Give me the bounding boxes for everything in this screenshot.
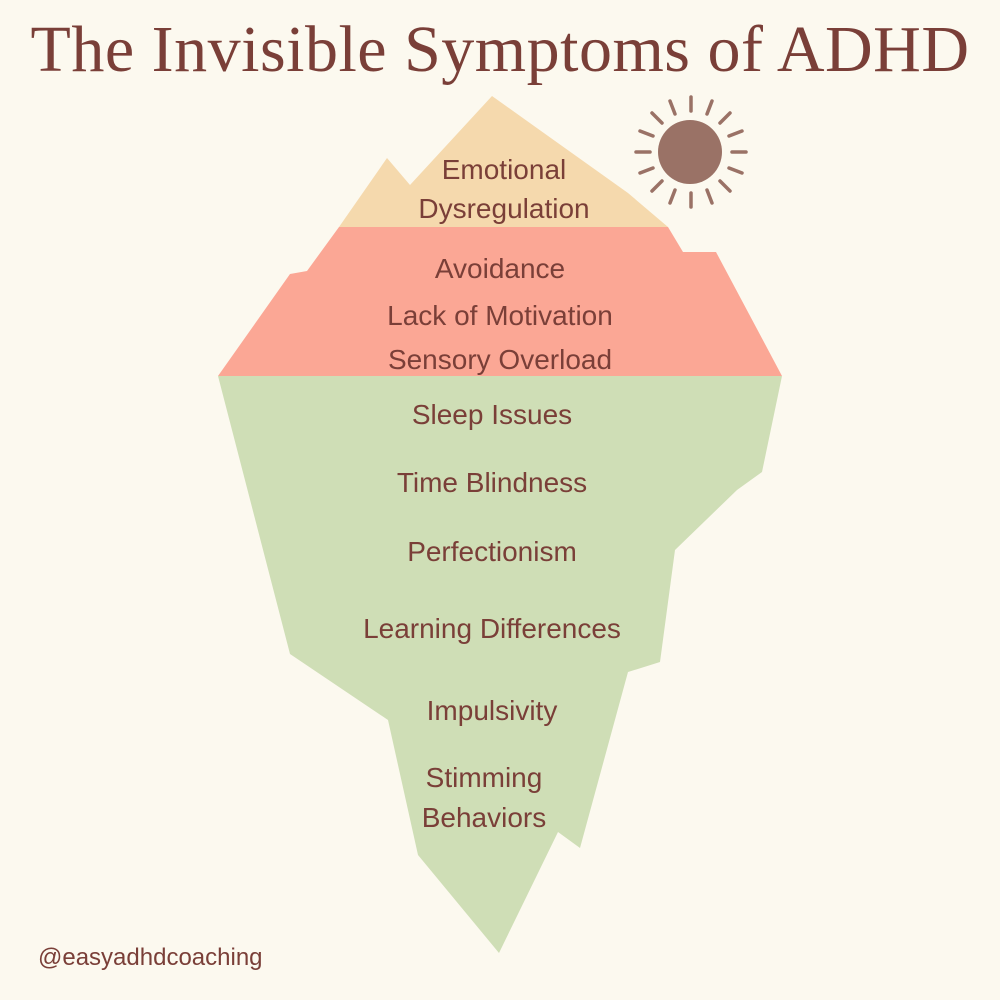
underwater-item-stimming-line-1: Stimming — [425, 762, 543, 793]
underwater-item-sleep-issues: Sleep Issues — [411, 399, 573, 430]
iceberg-underwater-layer — [218, 376, 782, 953]
underwater-item-time-blindness: Time Blindness — [396, 467, 588, 498]
iceberg-peak-layer — [339, 96, 668, 227]
middle-item-avoidance: Avoidance — [434, 253, 566, 284]
iceberg-middle-layer — [218, 227, 782, 376]
peak-label-line-1: Emotional — [441, 154, 567, 185]
middle-item-sensory-overload: Sensory Overload — [387, 344, 613, 375]
middle-item-lack-of-motivation: Lack of Motivation — [387, 300, 613, 331]
peak-label-line-2: Dysregulation — [418, 193, 590, 224]
social-handle: @easyadhdcoaching — [38, 944, 263, 971]
page-title: The Invisible Symptoms of ADHD — [30, 13, 970, 86]
underwater-item-perfectionism: Perfectionism — [407, 536, 577, 567]
underwater-item-learning-differences: Learning Differences — [363, 613, 621, 644]
sun-icon — [634, 95, 748, 209]
underwater-item-stimming-line-2: Behaviors — [421, 802, 547, 833]
underwater-item-impulsivity: Impulsivity — [426, 695, 558, 726]
